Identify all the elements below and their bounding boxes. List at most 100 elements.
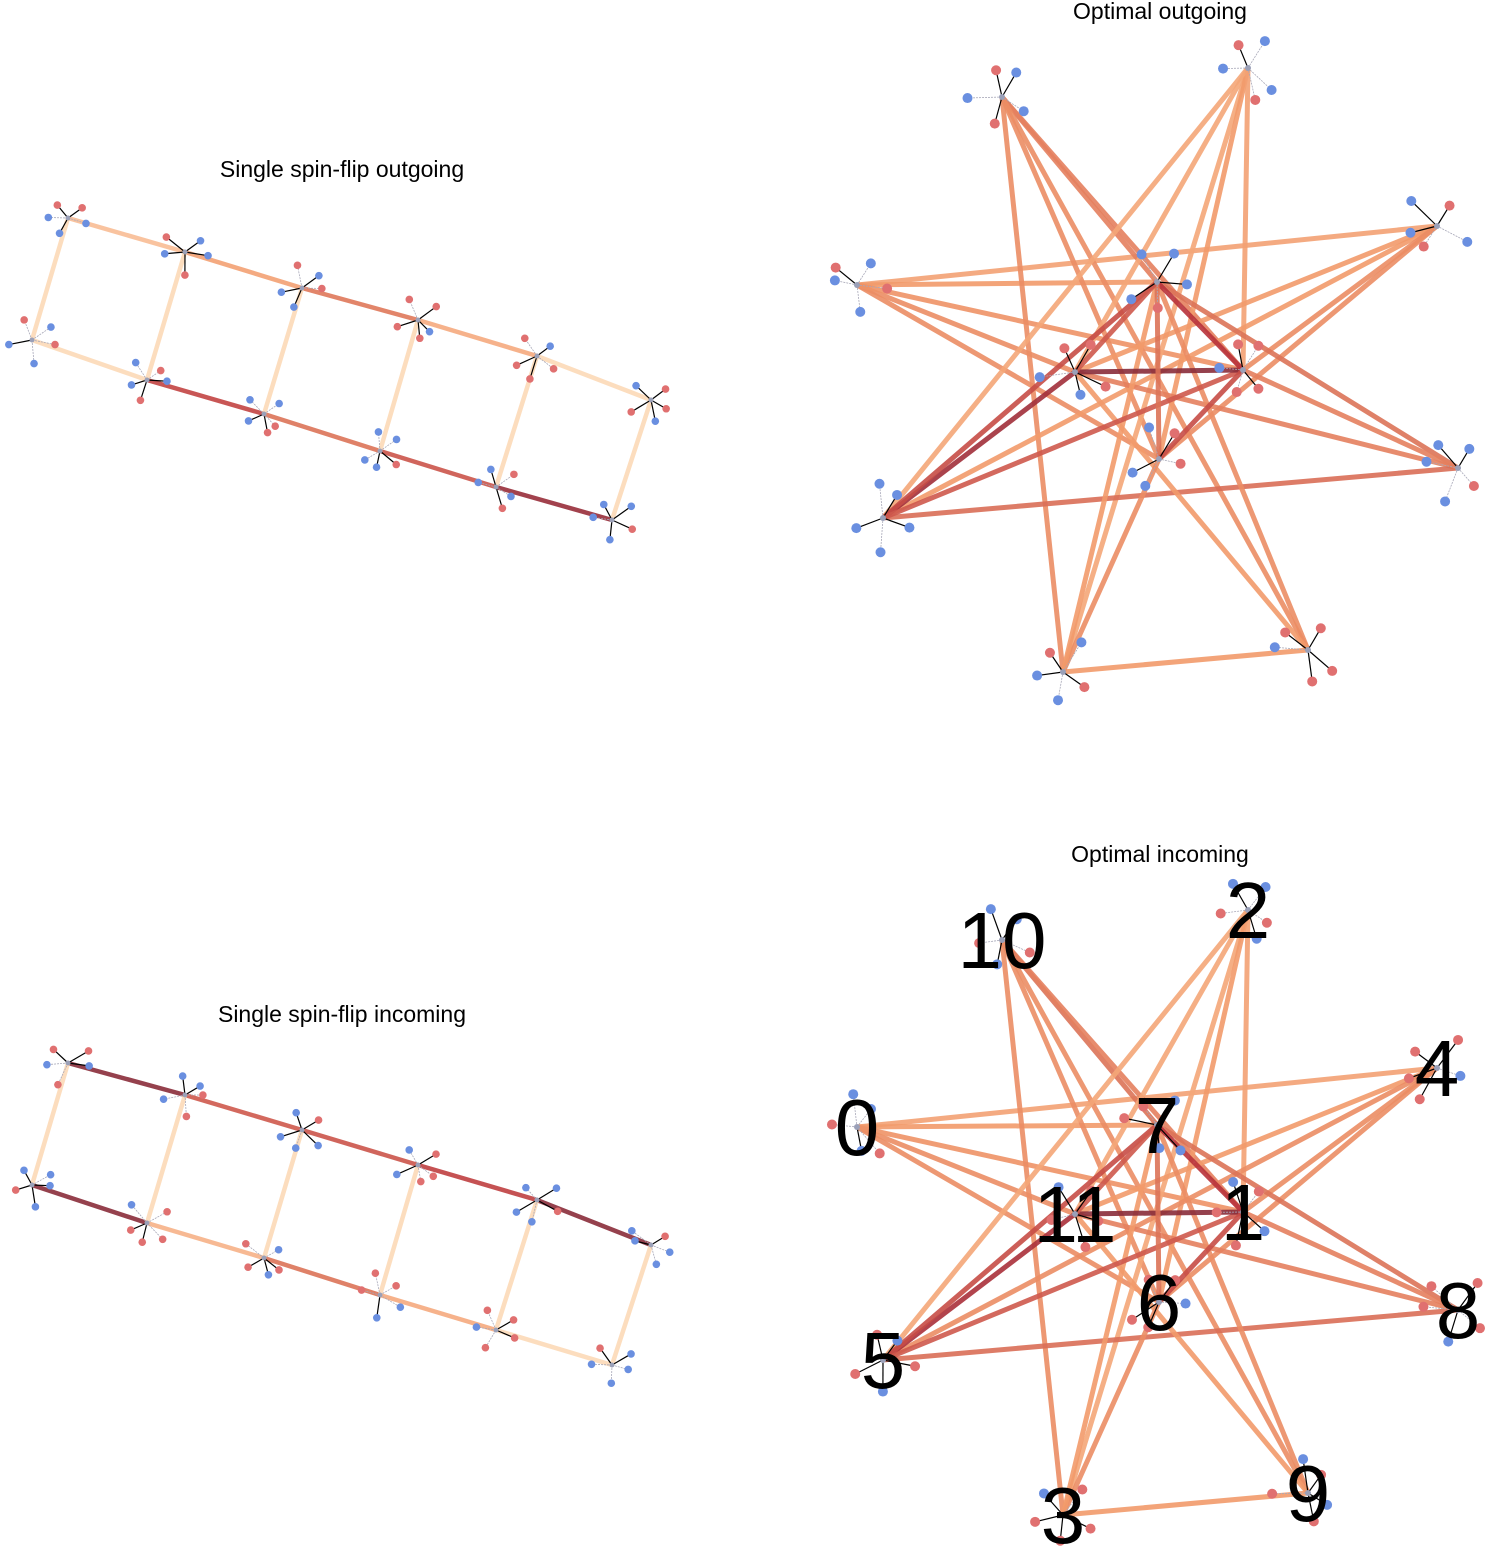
bond	[990, 908, 1003, 941]
atom-red	[1233, 40, 1244, 51]
edge-ssf_out-9-10	[415, 317, 540, 359]
atom-blue	[315, 271, 323, 280]
atom-blue	[865, 258, 876, 269]
atom-red	[1261, 917, 1272, 928]
atom-blue	[1018, 106, 1029, 117]
atom-blue	[1076, 637, 1087, 648]
edge-opt_in-10-3	[999, 937, 1066, 1518]
atom-blue	[131, 358, 140, 367]
node-center	[1455, 465, 1461, 471]
bond	[379, 1294, 401, 1308]
atom-red	[1085, 1523, 1096, 1534]
bond	[1423, 1306, 1459, 1311]
edge-ssf_in-0-6	[29, 1060, 71, 1188]
edge-opt_out-0-4	[854, 223, 1440, 288]
atom-blue	[47, 323, 55, 331]
atom-blue	[1433, 440, 1444, 451]
bond	[31, 1174, 51, 1186]
atom-red	[1253, 340, 1264, 351]
node-center	[1072, 1211, 1078, 1217]
atom-red	[826, 1119, 837, 1130]
atom-red	[1418, 241, 1429, 252]
atom-blue	[1462, 236, 1473, 247]
bond	[1274, 646, 1309, 651]
bond	[856, 284, 888, 289]
edge-opt_out-8-1	[1240, 367, 1461, 471]
bond	[1158, 432, 1176, 460]
atom-red	[549, 365, 558, 373]
atom-blue	[848, 1089, 859, 1100]
atom-blue	[1169, 248, 1180, 259]
edge-opt_in-2-5	[880, 907, 1251, 1363]
node-label-2: 2	[1226, 866, 1271, 955]
bond	[882, 1359, 916, 1367]
node-center	[1434, 223, 1440, 229]
atom-red	[181, 271, 189, 279]
edge-opt_out-0-11	[854, 282, 1078, 375]
atom-red	[1414, 1094, 1425, 1105]
atom-red	[850, 1369, 861, 1380]
bond	[1457, 1309, 1481, 1329]
atom-blue	[82, 219, 90, 228]
node-center	[1305, 1490, 1311, 1496]
node-opt_in-7	[1119, 1095, 1186, 1156]
atom-red	[1046, 1214, 1057, 1225]
bond	[831, 1124, 858, 1128]
atom-red	[1230, 1240, 1241, 1251]
bond	[1437, 444, 1459, 469]
edge-opt_out-7-1	[1154, 279, 1246, 373]
node-opt_in-11	[1046, 1182, 1104, 1253]
edge-opt_out-0-6	[854, 282, 1162, 462]
bond	[1242, 345, 1259, 371]
node-center	[1434, 1065, 1440, 1071]
edge-opt_out-3-6	[1060, 456, 1162, 675]
node-center	[1455, 1307, 1461, 1313]
bond	[67, 1050, 89, 1064]
atom-blue	[1260, 882, 1271, 893]
bond	[1436, 225, 1468, 243]
node-center	[1240, 1209, 1246, 1215]
atom-red	[1468, 481, 1479, 492]
bond	[1426, 461, 1459, 469]
edge-opt_in-9-7	[1154, 1122, 1311, 1496]
atom-red	[1085, 339, 1096, 350]
edge-ssf_in-3-9	[377, 1162, 421, 1298]
node-label-5: 5	[861, 1316, 906, 1405]
atom-red	[392, 1282, 400, 1290]
bond	[1156, 1124, 1181, 1151]
atom-blue	[1269, 642, 1280, 653]
atom-blue	[985, 904, 996, 915]
bond	[1232, 883, 1249, 911]
atom-red	[1093, 1215, 1104, 1226]
node-center	[999, 937, 1005, 943]
node-ssf_out-10	[512, 334, 558, 383]
node-ssf_in-6	[43, 1045, 93, 1089]
atom-blue	[1259, 36, 1270, 47]
atom-blue	[163, 377, 171, 386]
node-ssf_out-6	[44, 201, 90, 238]
edge-opt_out-3-7	[1060, 279, 1160, 675]
node-center	[493, 1327, 499, 1333]
atom-blue	[829, 275, 840, 286]
node-ssf_in-11	[628, 1227, 674, 1269]
node-ssf_out-11	[627, 381, 670, 425]
atom-blue	[856, 1145, 867, 1156]
edge-opt_in-9-11	[1072, 1211, 1311, 1496]
node-ssf_in-1	[126, 1200, 171, 1246]
atom-red	[1044, 647, 1055, 658]
atom-red	[1059, 343, 1070, 354]
node-ssf_out-3	[361, 428, 401, 472]
edges-layer	[29, 65, 1461, 1518]
node-ssf_out-4	[474, 465, 518, 513]
edge-ssf_in-1-2	[144, 1220, 267, 1261]
atom-red	[1170, 1275, 1181, 1286]
atom-blue	[1421, 456, 1432, 467]
atom-red	[872, 1329, 883, 1340]
edge-opt_in-7-11	[1072, 1122, 1160, 1217]
edge-opt_out-8-5	[880, 465, 1461, 521]
edge-opt_out-2-5	[880, 65, 1251, 521]
node-center	[144, 1220, 150, 1226]
atom-blue	[314, 1141, 322, 1150]
node-center	[534, 353, 540, 359]
bond	[516, 1199, 538, 1213]
